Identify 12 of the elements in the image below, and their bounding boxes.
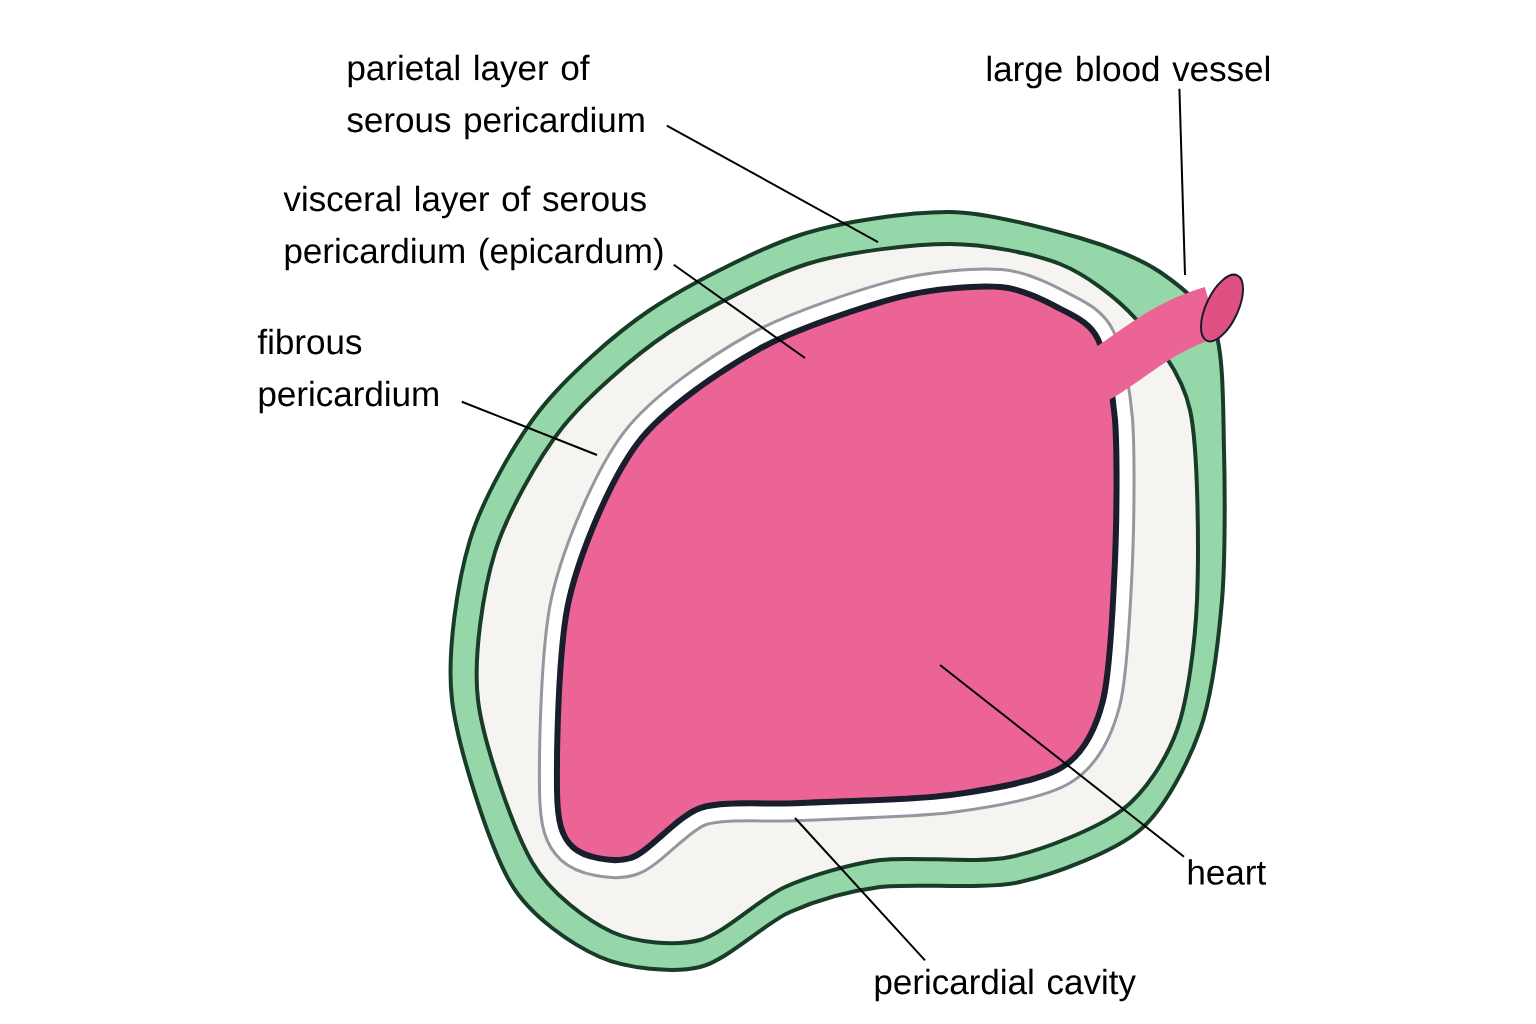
- label-text: parietal layer of serous pericardium: [347, 54, 644, 140]
- leader-line: [794, 817, 926, 962]
- leader-line: [460, 400, 598, 456]
- leader-line: [939, 664, 1185, 858]
- leader-line: [665, 124, 879, 243]
- leader-line: [672, 263, 806, 359]
- label-text: heart: [1188, 859, 1266, 885]
- label-text: fibrous pericardium: [257, 328, 438, 414]
- label-text: large blood vessel: [987, 55, 1269, 89]
- label-text: pericardial cavity: [875, 968, 1136, 1002]
- label-text: visceral layer of serous pericardium (epicardum): [283, 185, 663, 271]
- leader-line: [1178, 87, 1186, 276]
